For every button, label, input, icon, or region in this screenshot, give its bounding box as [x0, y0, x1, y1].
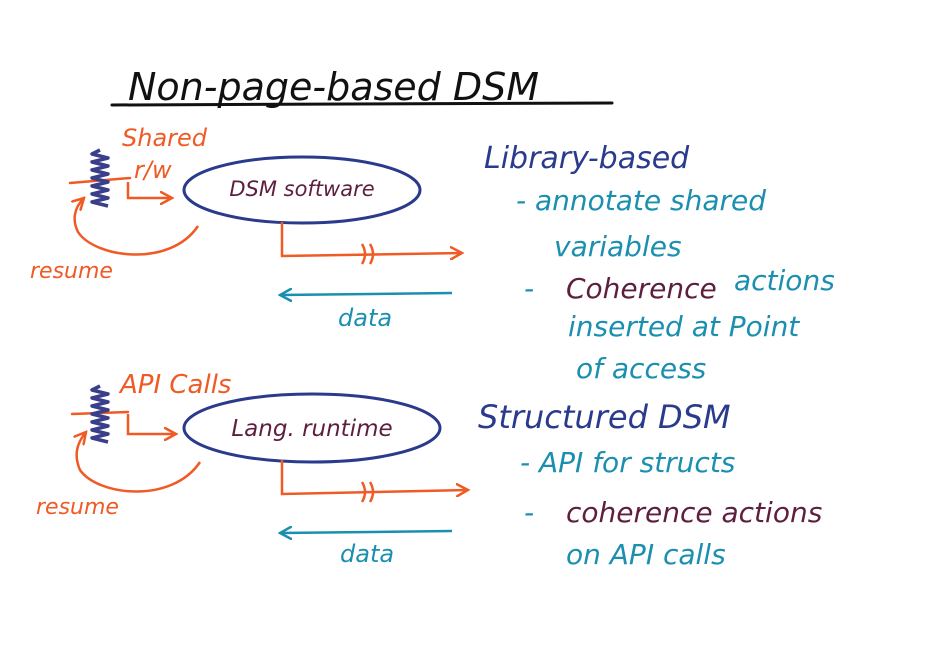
resume-arrow [75, 198, 200, 256]
library-item2-actions: actions [734, 264, 835, 297]
structured-item2-coherence: coherence actions [566, 496, 822, 529]
request-out-arrow [280, 222, 462, 256]
resume-label: resume [36, 495, 119, 520]
enter-arrow [126, 182, 172, 198]
request-break-mark [360, 481, 375, 503]
structured-item2-on-api-calls: on API calls [566, 538, 726, 571]
library-item-annotate: - annotate shared [516, 184, 766, 217]
rw-label: r/w [134, 156, 172, 184]
shared-label: Shared [122, 124, 208, 152]
resume-arrow [77, 432, 202, 493]
library-item-variables: variables [554, 230, 682, 263]
thread-coil-icon [90, 148, 110, 208]
request-break-mark [360, 243, 375, 265]
data-in-arrow [280, 531, 453, 533]
data-label: data [338, 304, 392, 332]
library-item2-coherence: Coherence [566, 272, 717, 305]
structured-item2-dash: - [524, 496, 534, 529]
enter-arrow [126, 414, 176, 434]
structured-item-api-structs: - API for structs [520, 446, 735, 479]
title-underline [110, 101, 614, 107]
data-in-arrow [280, 293, 453, 295]
thread-coil-icon [90, 384, 110, 444]
library-item2-inserted: inserted at Point [568, 310, 800, 343]
api-calls-label: API Calls [118, 370, 231, 400]
request-out-arrow [280, 460, 468, 494]
resume-label: resume [30, 259, 113, 284]
structured-dsm-heading: Structured DSM [478, 398, 731, 436]
page-title: Non-page-based DSM [128, 65, 539, 109]
lang-runtime-ellipse [182, 392, 442, 464]
lang-runtime-label: Lang. runtime [231, 416, 392, 442]
data-label: data [340, 540, 394, 568]
library-item2-dash: - [524, 272, 534, 305]
library-based-heading: Library-based [484, 141, 690, 176]
library-item2-of-access: of access [576, 352, 706, 385]
dsm-software-ellipse [182, 155, 422, 225]
dsm-software-label: DSM software [229, 177, 374, 201]
